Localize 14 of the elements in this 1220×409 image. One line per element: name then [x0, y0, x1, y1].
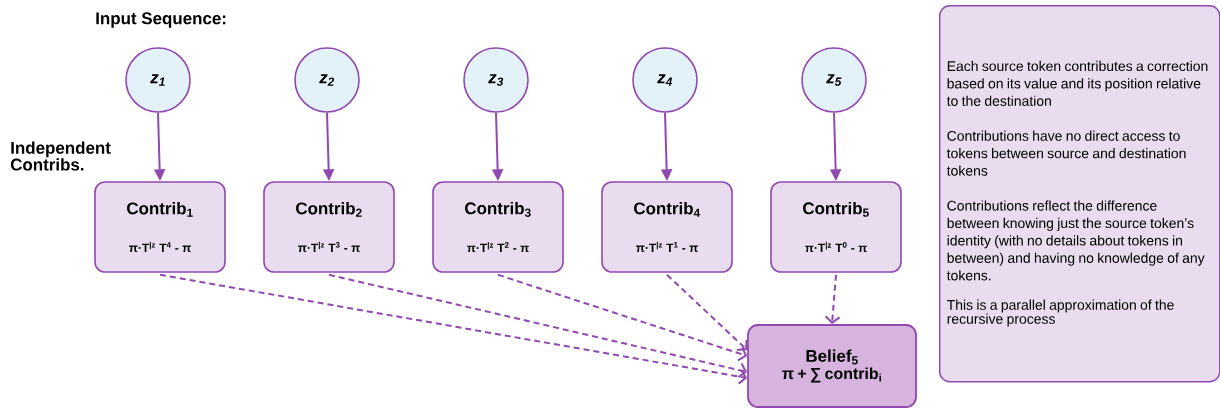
- dashed-arrow: [497, 273, 748, 362]
- heading-label: Independent Contribs.: [10, 141, 111, 171]
- contribution-box: Contrib$_{3}$ π·T$^{|z}$ T$^{2}$ - π: [432, 181, 564, 273]
- contribution-box: Contrib$_{2}$ π·T$^{|z}$ T$^{3}$ - π: [263, 181, 395, 273]
- heading-label: Input Sequence:: [96, 12, 226, 28]
- contribution-box: Contrib$_{5}$ π·T$^{|z}$ T$^{0}$ - π: [770, 181, 902, 273]
- note-panel: Each source token contributes a correction based on its value and its position relative to the destination Contributions have no direct access to tokens between source and destination tokens Contributions reflect the difference between knowing just the source token’s identity (with no details about tokens in between) and having no knowledge of any tokens. This is a parallel approximation of the recursive process: [939, 5, 1220, 383]
- dashed-arrow: [328, 273, 748, 379]
- dashed-arrow: [159, 273, 748, 385]
- dashed-arrow: [824, 273, 841, 325]
- dashed-arrow: [666, 273, 748, 352]
- contribution-box: Contrib$_{1}$ π·T$^{|z}$ T$^{4}$ - π: [94, 181, 226, 273]
- belief-box: Belief$_{5}$ π + ∑ contrib$_{i}$: [747, 324, 917, 408]
- contribution-box: Contrib$_{4}$ π·T$^{|z}$ T$^{1}$ - π: [601, 181, 733, 273]
